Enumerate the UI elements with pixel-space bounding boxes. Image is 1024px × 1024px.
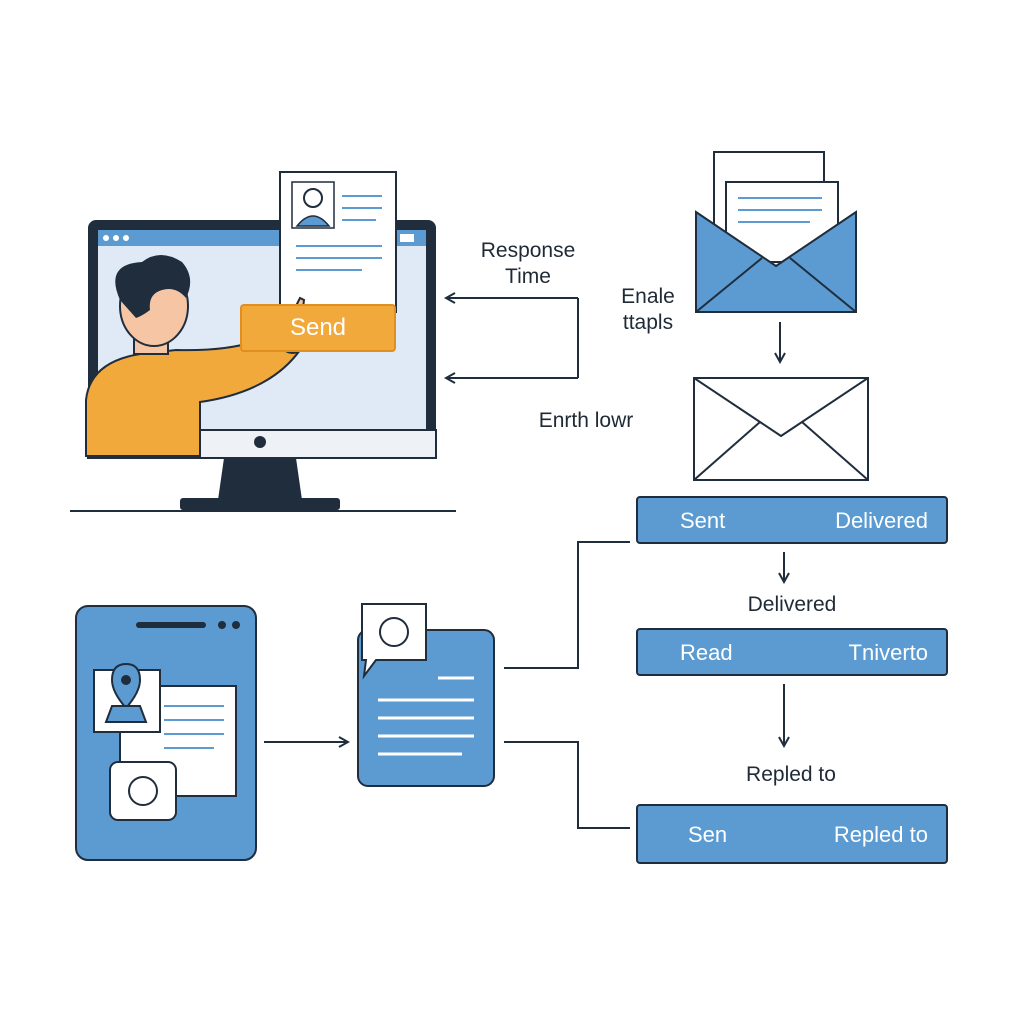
status-bar-read-tniverto: Read Tniverto xyxy=(636,628,948,676)
status-sent-label: Sent xyxy=(680,508,726,533)
status-delivered-label: Delivered xyxy=(835,508,928,533)
send-button[interactable]: Send xyxy=(240,304,396,352)
closed-envelope-icon xyxy=(693,377,869,481)
status-read-label: Read xyxy=(680,640,733,665)
open-envelope-icon xyxy=(695,151,857,313)
status-sen-label: Sen xyxy=(688,822,728,847)
status-bar-sen-replied: Sen Repled to xyxy=(636,804,948,864)
camera-icon xyxy=(109,761,177,821)
status-bar-sent-delivered: Sent Delivered xyxy=(636,496,948,544)
enrth-lowr-label: Enrth lowr xyxy=(538,409,634,432)
message-card-icon xyxy=(357,629,495,787)
connectors xyxy=(264,298,784,829)
profile-document-icon xyxy=(279,171,397,313)
replied-to-label: Repled to xyxy=(746,763,836,786)
response-time-label: Response Time xyxy=(480,239,576,288)
connector-message-to-sent xyxy=(504,541,630,669)
email-thread-label: Enale ttapls xyxy=(621,285,675,334)
map-pin-icon xyxy=(104,662,148,723)
status-replied-label: Repled to xyxy=(833,822,928,847)
phone-device xyxy=(75,605,257,861)
chat-bubble-icon xyxy=(361,603,427,680)
status-tniverto-label: Tniverto xyxy=(848,640,928,665)
delivered-label: Delivered xyxy=(747,593,837,616)
connector-message-to-replied xyxy=(504,741,630,829)
